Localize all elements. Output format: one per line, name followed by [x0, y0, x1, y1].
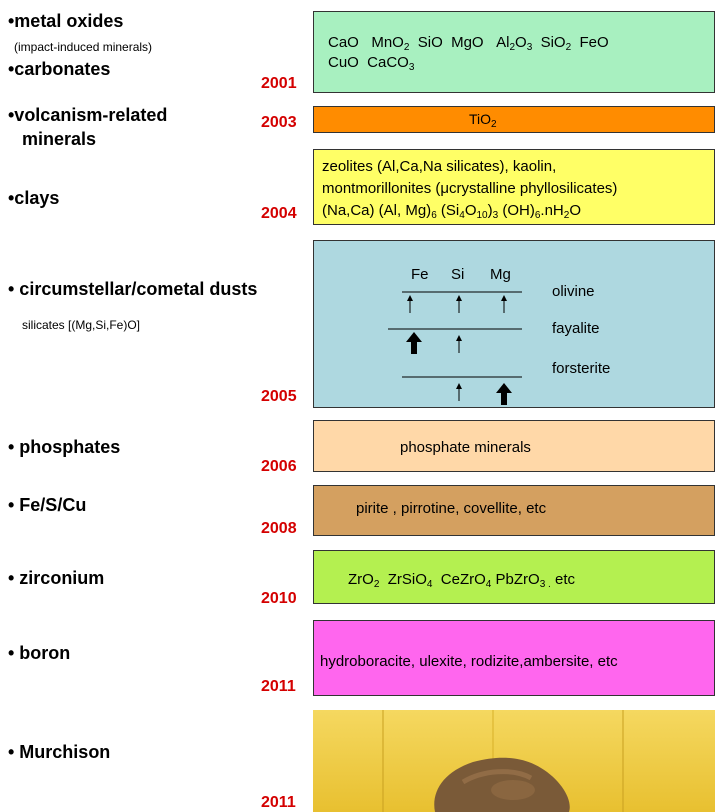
label-boron: • boron: [8, 643, 71, 663]
label-clays: •clays: [8, 188, 60, 208]
box-circumstellar: Fe Si Mg olivine fayalite forsterite: [313, 240, 715, 408]
year-2003: 2003: [261, 114, 297, 131]
year-2006: 2006: [261, 458, 297, 475]
box-murchison: [313, 710, 715, 812]
box-phosphates: phosphate minerals: [313, 420, 715, 472]
mineral-olivine: olivine: [552, 283, 595, 300]
box-volcanism: TiO2: [313, 106, 715, 133]
label-phosphates: • phosphates: [8, 437, 121, 457]
col-mg: Mg: [490, 266, 511, 283]
label-volcanism: •volcanism-related: [8, 105, 168, 125]
text-boron: hydroboracite, ulexite, rodizite,ambersi…: [320, 653, 618, 670]
silicate-diagram: Fe Si Mg olivine fayalite forsterite: [388, 266, 610, 405]
text-metal-oxides-line2: CuO CaCO3: [328, 54, 415, 73]
label-zirconium: • zirconium: [8, 568, 105, 588]
mineral-fayalite: fayalite: [552, 320, 600, 337]
label-circumstellar: • circumstellar/cometal dusts: [8, 279, 258, 299]
mg-bold-arrow: [501, 392, 507, 405]
label-metal-oxides: •metal oxides: [8, 11, 124, 31]
box-metal-oxides: CaO MnO2 SiO MgO Al2O3 SiO2 FeO CuO CaCO…: [313, 11, 715, 93]
text-phosphates: phosphate minerals: [400, 439, 531, 456]
text-clays-line2: montmorillonites (μcrystalline phyllosil…: [322, 180, 618, 197]
box-boron: hydroboracite, ulexite, rodizite,ambersi…: [313, 620, 715, 696]
sublabel-impact-induced: (impact-induced minerals): [14, 40, 153, 54]
text-fe-s-cu: pirite , pirrotine, covellite, etc: [356, 500, 547, 517]
text-clays-line3: (Na,Ca) (Al, Mg)6 (Si4O10)3 (OH)6.nH2O: [322, 202, 581, 221]
year-2005: 2005: [261, 388, 297, 405]
text-zirconium: ZrO2 ZrSiO4 CeZrO4 PbZrO3 . etc: [348, 571, 576, 590]
box-clays: zeolites (Al,Ca,Na silicates), kaolin, m…: [313, 149, 715, 225]
label-fe-s-cu: • Fe/S/Cu: [8, 495, 87, 515]
label-murchison: • Murchison: [8, 742, 111, 762]
year-2001-a: 2001: [261, 75, 297, 92]
mineral-forsterite: forsterite: [552, 360, 610, 377]
label-carbonates: •carbonates: [8, 59, 111, 79]
label-minerals: minerals: [22, 129, 97, 149]
box-zirconium: ZrO2 ZrSiO4 CeZrO4 PbZrO3 . etc: [313, 550, 715, 604]
year-2011-b: 2011: [261, 794, 296, 811]
sublabel-silicates: silicates [(Mg,Si,Fe)O]: [22, 318, 141, 332]
text-tio2: TiO2: [469, 111, 497, 130]
fe-bold-arrow: [411, 341, 417, 354]
year-2010: 2010: [261, 590, 297, 607]
text-metal-oxides-line1: CaO MnO2 SiO MgO Al2O3 SiO2 FeO: [328, 34, 609, 53]
year-2008: 2008: [261, 520, 297, 537]
text-clays-line1: zeolites (Al,Ca,Na silicates), kaolin,: [322, 158, 557, 175]
col-si: Si: [451, 266, 464, 283]
year-2011-a: 2011: [261, 678, 296, 695]
year-2004: 2004: [261, 205, 297, 222]
meteorite-image: [382, 710, 624, 812]
box-fe-s-cu: pirite , pirrotine, covellite, etc: [313, 485, 715, 536]
col-fe: Fe: [411, 266, 429, 283]
